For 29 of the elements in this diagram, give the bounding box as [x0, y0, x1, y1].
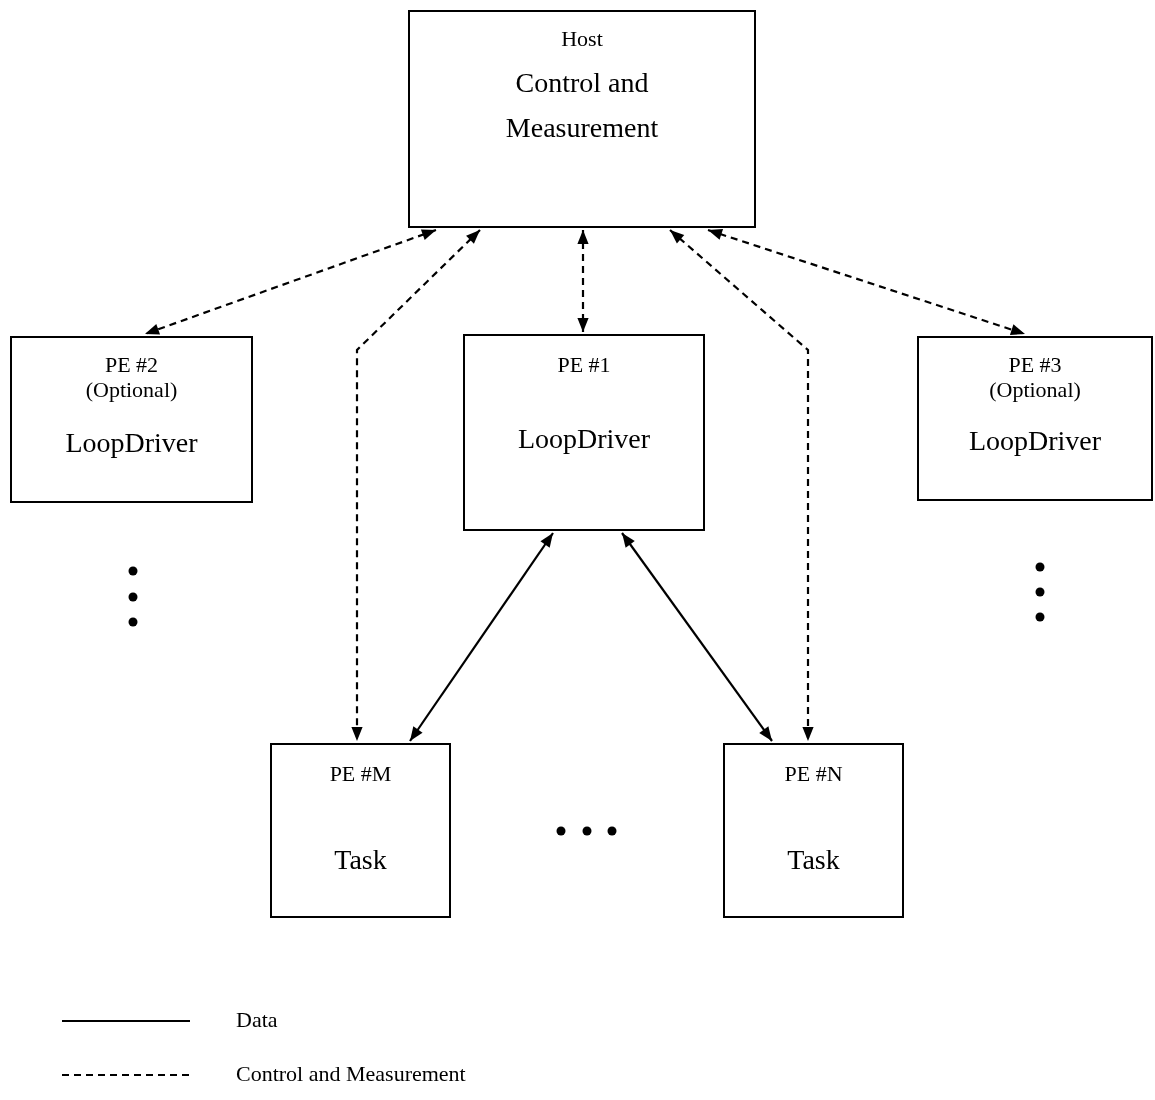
process-box [10, 336, 253, 503]
box-heading: PE #N [784, 761, 843, 787]
box-text: Task [334, 843, 387, 878]
box-heading: PE #1 [557, 352, 611, 378]
box-text: Control and Measurement [505, 66, 659, 146]
dashed-arrow [351, 229, 481, 741]
box-text: Task [787, 843, 840, 878]
dashed-arrow [707, 228, 1026, 336]
box-text: LoopDriver [65, 425, 198, 460]
box-text: LoopDriver [968, 423, 1102, 458]
arrow [409, 532, 554, 742]
box-heading: PE #M [329, 761, 392, 787]
box-heading: PE #3 [1008, 352, 1062, 378]
dashed-arrow [577, 230, 589, 332]
box-text: LoopDriver [517, 422, 651, 457]
process-box [723, 743, 904, 918]
box-text: (Optional) [85, 377, 178, 403]
legend-label: Data [236, 1007, 278, 1033]
box-heading: PE #2 [104, 352, 159, 378]
process-box [463, 334, 705, 531]
box-text: (Optional) [989, 377, 1081, 403]
dashed-arrow [669, 229, 814, 741]
box-heading: Host [561, 26, 603, 52]
arrow [621, 532, 773, 742]
dashed-arrow [144, 228, 437, 336]
process-box [917, 336, 1153, 501]
process-box [408, 10, 756, 228]
process-box [270, 743, 451, 918]
legend-label: Control and Measurement [236, 1061, 466, 1087]
